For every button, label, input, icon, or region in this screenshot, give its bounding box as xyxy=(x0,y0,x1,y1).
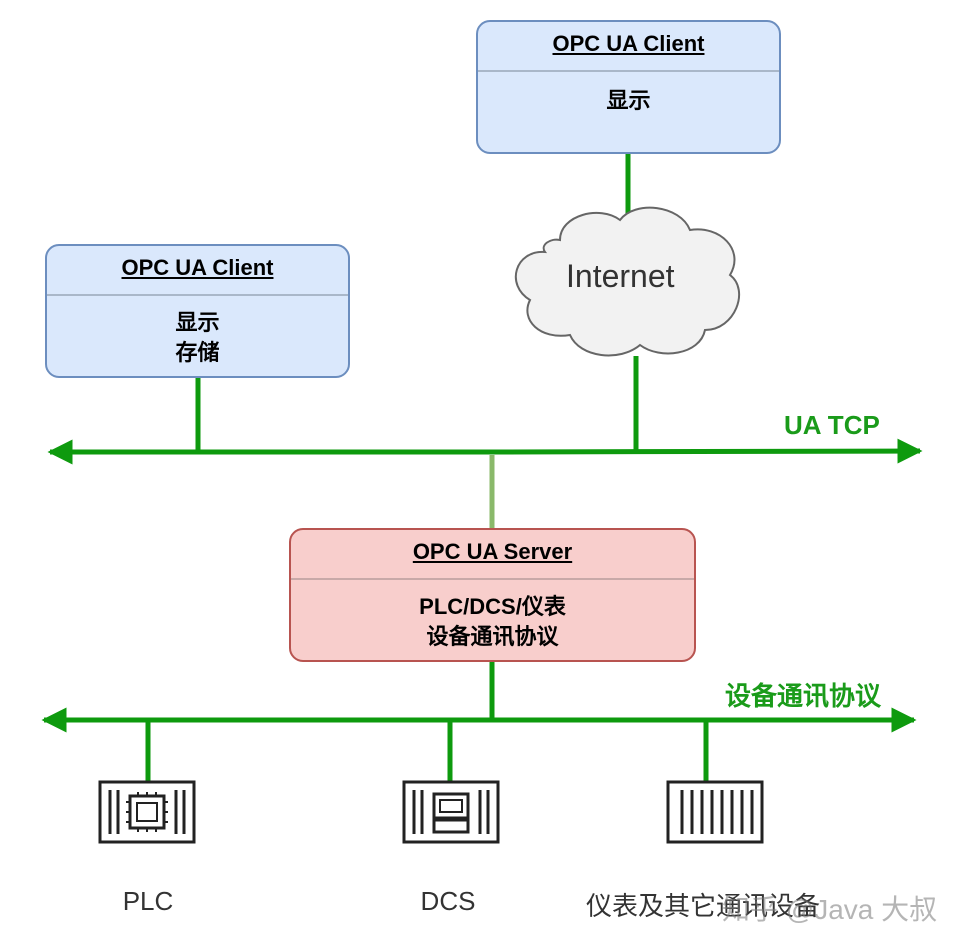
client-top-line1: 显示 xyxy=(606,88,651,113)
internet-label: Internet xyxy=(566,258,675,294)
client-top-divider xyxy=(478,70,779,72)
server-line1: PLC/DCS/仪表 xyxy=(419,594,566,619)
meter-label: 仪表及其它通讯设备 xyxy=(586,891,821,921)
dcs-label: DCS xyxy=(420,886,476,916)
client-top-title: OPC UA Client xyxy=(552,31,705,56)
opc-ua-client-left: OPC UA Client 显示 存储 xyxy=(45,244,350,378)
client-left-line1: 显示 xyxy=(175,310,220,335)
internet-cloud xyxy=(514,206,741,357)
watermark: 知乎 @Java 大叔 xyxy=(722,894,938,925)
server-divider xyxy=(291,578,694,580)
plc-label: PLC xyxy=(122,886,174,916)
server-line2: 设备通讯协议 xyxy=(426,624,559,649)
opc-ua-client-top: OPC UA Client 显示 xyxy=(476,20,781,154)
device-protocol-label: 设备通讯协议 xyxy=(725,681,882,711)
client-left-line2: 存储 xyxy=(175,340,220,365)
rack-icon xyxy=(666,780,764,844)
server-title: OPC UA Server xyxy=(412,539,573,564)
chip-icon xyxy=(98,780,196,844)
client-left-title: OPC UA Client xyxy=(121,255,274,280)
ua-tcp-label: UA TCP xyxy=(784,410,880,440)
computer-icon xyxy=(402,780,500,844)
ua-tcp-bus-right-arrow xyxy=(489,438,923,464)
opc-ua-server: OPC UA Server PLC/DCS/仪表 设备通讯协议 xyxy=(289,528,696,662)
client-left-divider xyxy=(47,294,348,296)
